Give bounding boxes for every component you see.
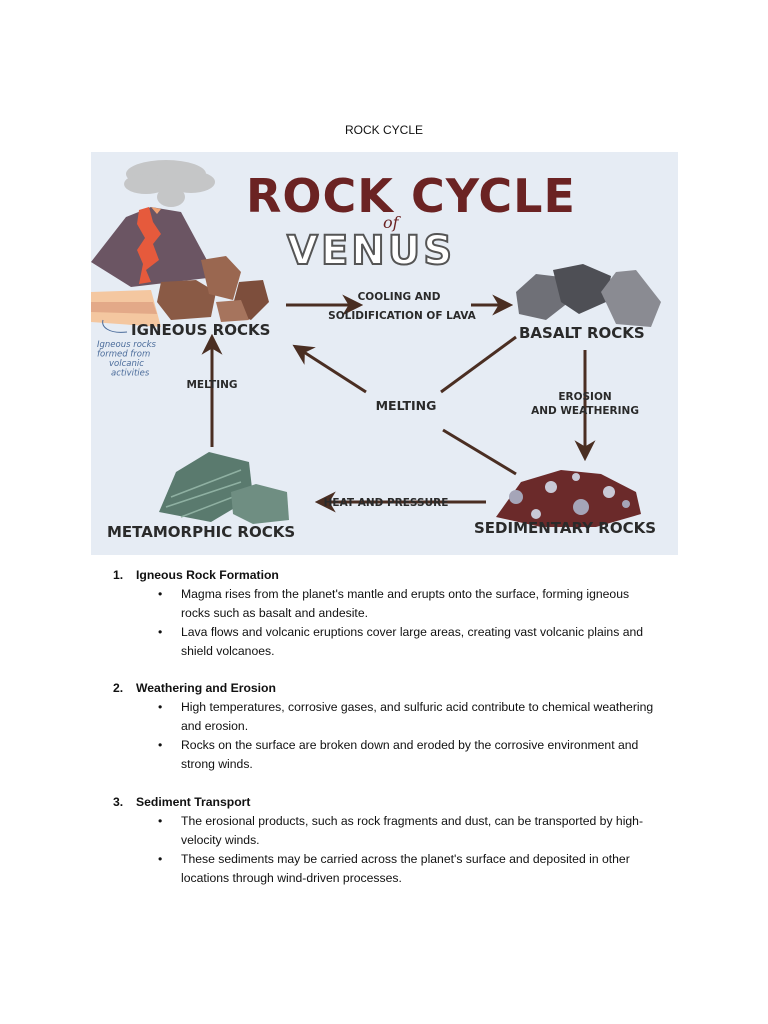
bullet-dot: • (158, 700, 163, 714)
label-erosion-line1: EROSION (558, 391, 611, 403)
igneous-note-line: formed from (97, 350, 150, 360)
section-title: Sediment Transport (136, 795, 251, 809)
bullet-line: Lava flows and volcanic eruptions cover … (181, 625, 644, 639)
arrow-melting-to-igneous (292, 344, 367, 394)
figure-title-line2: VENUS (287, 228, 455, 274)
section-title: Weathering and Erosion (136, 681, 276, 695)
igneous-note-line: Igneous rocks (97, 340, 157, 350)
section-number: 2. (113, 681, 124, 695)
bullet-line: shield volcanoes. (181, 644, 275, 658)
bullet-line: velocity winds. (181, 833, 260, 847)
bullet-dot: • (158, 625, 163, 639)
label-heat-pressure: HEAT AND PRESSURE (324, 497, 449, 509)
label-melting-center: MELTING (376, 398, 437, 413)
line-melting-to-sedimentary (442, 428, 517, 476)
label-melting-left: MELTING (186, 379, 237, 391)
line-melting-to-basalt (440, 335, 517, 394)
document-title: ROCK CYCLE (344, 123, 424, 137)
section-number: 1. (113, 568, 124, 582)
node-igneous: IGNEOUS ROCKS (131, 321, 270, 339)
igneous-note-line: activities (111, 369, 150, 379)
figure-title-line1: ROCK CYCLE (246, 169, 576, 223)
bullet-line: strong winds. (181, 757, 253, 771)
node-basalt: BASALT ROCKS (519, 324, 645, 342)
section-number: 3. (113, 795, 124, 809)
label-erosion-line2: AND WEATHERING (531, 405, 639, 417)
metamorphic-rocks-icon (159, 452, 289, 524)
section-title: Igneous Rock Formation (136, 568, 279, 582)
label-cooling-line2: SOLIDIFICATION OF LAVA (328, 310, 477, 322)
igneous-rocks-icon (157, 256, 269, 322)
bullet-line: Magma rises from the planet's mantle and… (181, 587, 630, 601)
bullet-dot: • (158, 738, 163, 752)
igneous-note-line: volcanic (109, 359, 144, 369)
figure-title-of: of (383, 213, 402, 232)
bullet-line: and erosion. (181, 719, 249, 733)
basalt-rocks-icon (516, 264, 661, 327)
volcano-icon (91, 207, 216, 327)
bullet-dot: • (158, 814, 163, 828)
bullet-dot: • (158, 587, 163, 601)
bullet-line: locations through wind-driven processes. (181, 871, 402, 885)
label-cooling-line1: COOLING AND (358, 291, 441, 303)
bullet-line: The erosional products, such as rock fra… (181, 814, 644, 828)
sedimentary-rocks-icon (496, 470, 641, 527)
smoke-cloud-icon (124, 160, 215, 207)
node-metamorphic: METAMORPHIC ROCKS (107, 523, 295, 541)
node-sedimentary: SEDIMENTARY ROCKS (474, 519, 656, 537)
bullet-line: Rocks on the surface are broken down and… (181, 738, 639, 752)
bullet-line: These sediments may be carried across th… (181, 852, 630, 866)
bullet-dot: • (158, 852, 163, 866)
bullet-line: rocks such as basalt and andesite. (181, 606, 368, 620)
bullet-line: High temperatures, corrosive gases, and … (181, 700, 654, 714)
